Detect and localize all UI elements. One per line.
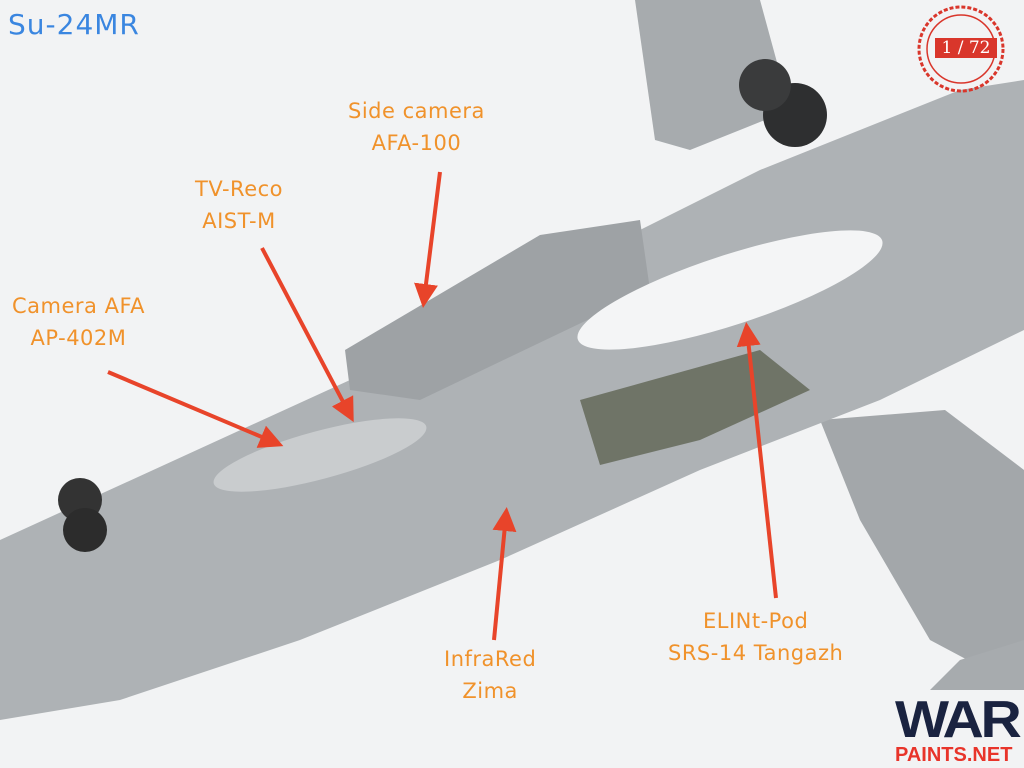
label-line: AIST-M — [202, 209, 276, 233]
label-line: InfraRed — [444, 647, 537, 671]
label-line: SRS-14 Tangazh — [668, 641, 844, 665]
logo-war: WAR — [895, 691, 1022, 749]
tv-reco-fairing — [213, 418, 427, 492]
label-camera-afa: Camera AFA AP-402M — [12, 290, 145, 354]
intake — [345, 220, 650, 400]
main-wheel — [739, 59, 791, 111]
label-line: AP-402M — [30, 326, 127, 350]
aircraft-title: Su-24MR — [8, 8, 140, 41]
label-line: Zima — [462, 679, 518, 703]
logo-paints-net: PAINTS.NET — [895, 744, 1013, 766]
label-elint: ELINt-Pod SRS-14 Tangazh — [668, 605, 843, 669]
label-infrared: InfraRed Zima — [444, 643, 536, 707]
elint-pod — [577, 230, 883, 350]
arrow-infrared — [492, 507, 517, 641]
fuselage — [0, 80, 1024, 720]
arrow-side-camera — [414, 171, 442, 308]
label-line: AFA-100 — [371, 131, 462, 155]
label-line: ELINt-Pod — [703, 609, 809, 633]
label-line: Side camera — [348, 99, 485, 123]
scale-badge: 1 / 72 — [935, 38, 997, 58]
label-side-camera: Side camera AFA-100 — [348, 95, 485, 159]
drop-tank — [930, 640, 1024, 690]
warpaints-logo: WAR PAINTS.NET — [895, 694, 1022, 766]
lower-wing — [820, 410, 1024, 690]
label-line: TV-Reco — [195, 177, 284, 201]
arrow-elint — [736, 322, 778, 599]
arrow-camera-afa — [107, 370, 284, 448]
label-line: Camera AFA — [12, 294, 145, 318]
arrow-tv-reco — [260, 247, 354, 423]
nose-wheel — [63, 508, 107, 552]
label-tv-reco: TV-Reco AIST-M — [195, 173, 283, 237]
upper-wing — [635, 0, 790, 150]
